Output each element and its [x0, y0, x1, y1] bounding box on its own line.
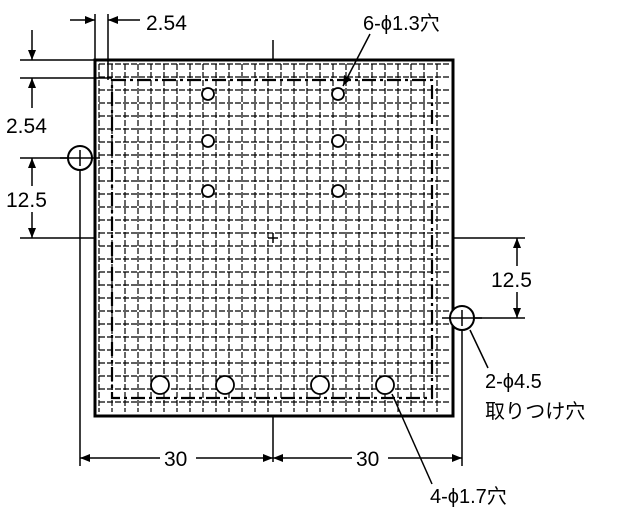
arrow — [263, 454, 273, 462]
arrow — [28, 78, 36, 88]
arrow — [28, 50, 36, 60]
hole-grid-pattern — [98, 63, 449, 412]
small-hole — [331, 87, 345, 101]
arrow — [108, 16, 118, 24]
dim-pitch-left: 2.54 — [6, 115, 47, 138]
arrow — [80, 454, 90, 462]
dim-offset-left: 12.5 — [6, 189, 47, 212]
label-bg — [2, 186, 56, 212]
bottom-hole — [375, 375, 395, 395]
arrow — [28, 228, 36, 238]
label-bg — [160, 445, 196, 471]
dim-offset-right: 12.5 — [491, 269, 532, 292]
dim-pitch-top: 2.54 — [146, 12, 187, 35]
dim-width-right: 30 — [356, 448, 379, 471]
small-holes — [201, 87, 345, 198]
note-mount-holes-line2: 取りつけ穴 — [485, 400, 585, 423]
small-hole — [201, 87, 215, 101]
small-hole — [331, 134, 345, 148]
small-hole — [201, 184, 215, 198]
label-bg — [488, 266, 542, 292]
bottom-hole — [150, 375, 170, 395]
small-hole — [201, 134, 215, 148]
arrow — [513, 308, 521, 318]
arrow — [452, 454, 462, 462]
bottom-holes — [150, 375, 395, 395]
label-bg — [352, 445, 388, 471]
note-mount-holes-line1: 2-ϕ4.5 — [485, 371, 542, 393]
left-pitch-dimension — [20, 30, 112, 108]
small-hole — [331, 184, 345, 198]
bottom-hole — [215, 375, 235, 395]
top-pitch-dimension — [70, 14, 140, 80]
arrow — [85, 16, 95, 24]
arrow — [28, 158, 36, 168]
bottom-hole — [310, 375, 330, 395]
arrow — [343, 75, 351, 86]
inner-dashdot-border — [110, 78, 434, 400]
center-marks — [268, 40, 278, 462]
note-bottom-holes: 4-ϕ1.7穴 — [430, 485, 507, 508]
note-small-holes: 6-ϕ1.3穴 — [363, 12, 440, 35]
arrow — [513, 238, 521, 248]
dim-width-left: 30 — [164, 448, 187, 471]
arrow — [273, 454, 283, 462]
